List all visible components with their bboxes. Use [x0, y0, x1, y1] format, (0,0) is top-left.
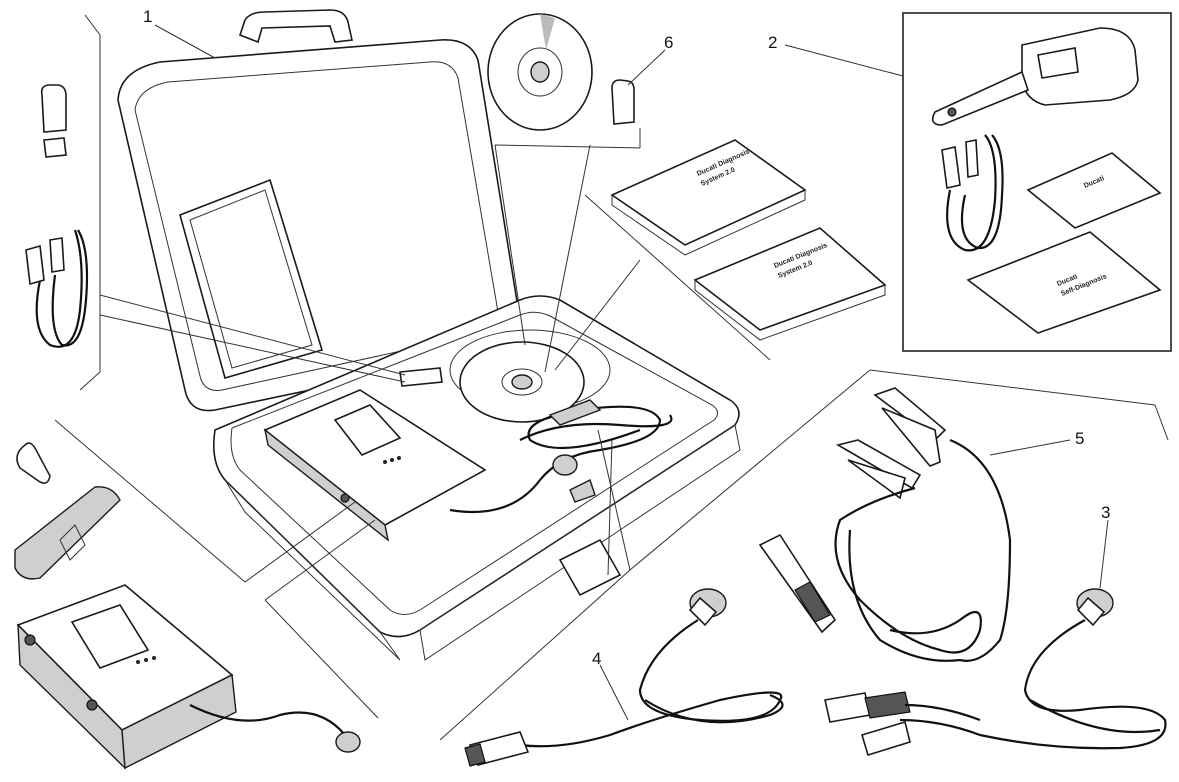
usb-key-left: [40, 84, 67, 158]
leader-lines: [54, 14, 1169, 741]
cable-3: [824, 588, 1167, 757]
usb-adapter-in-case: [399, 367, 443, 387]
usb-key-top: [611, 79, 635, 125]
callout-5: 5: [1075, 429, 1084, 448]
callout-2: 2: [768, 33, 777, 52]
callout-6: 6: [664, 33, 673, 52]
strap: [14, 486, 121, 580]
callout-4: 4: [592, 649, 601, 668]
cd-disc: [487, 13, 593, 131]
carabiner: [16, 442, 51, 484]
diagnostic-unit-in-case: [263, 389, 487, 542]
carrying-case: [117, 9, 741, 661]
cd-in-case: [459, 341, 585, 423]
callouts: 1 2 3 4 5 6: [143, 7, 1110, 668]
battery-clamp-cable: [758, 387, 1012, 662]
kit-box: Ducati Ducati Self-Diagnosis: [902, 12, 1172, 352]
diagnostic-unit: [16, 584, 361, 770]
cable-4: [464, 588, 784, 767]
callout-3: 3: [1101, 503, 1110, 522]
manual-1: Ducati Diagnosis System 2.0: [610, 139, 807, 256]
usb-cable-left: [25, 229, 89, 348]
manual-2: Ducati Diagnosis System 2.0: [693, 227, 887, 341]
cables-in-case: [449, 399, 673, 514]
callout-1: 1: [143, 7, 152, 26]
